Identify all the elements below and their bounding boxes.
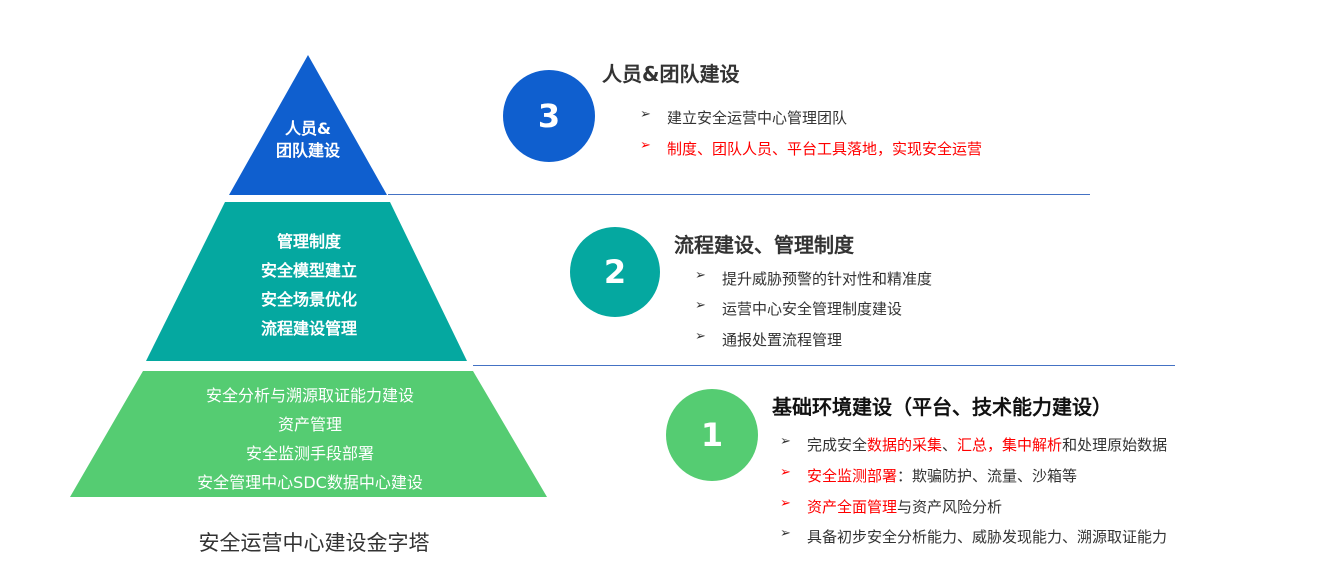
tier-2-line: 管理制度 bbox=[276, 232, 342, 251]
arrow-bullet-icon: ➢ bbox=[780, 526, 791, 541]
section-1-heading: 基础环境建设（平台、技术能力建设） bbox=[772, 395, 1112, 419]
tier-2-line: 安全场景优化 bbox=[260, 290, 358, 309]
bullet-text: 建立安全运营中心管理团队 bbox=[667, 109, 848, 127]
tier-3-line: 人员& bbox=[285, 119, 331, 138]
pyramid-tier-1 bbox=[70, 371, 547, 497]
bullet-text-highlight: 安全监测部署 bbox=[807, 467, 898, 485]
section-3-heading: 人员&团队建设 bbox=[602, 62, 740, 86]
arrow-bullet-icon: ➢ bbox=[780, 434, 791, 449]
bullet-text: 具备初步安全分析能力、威胁发现能力、溯源取证能力 bbox=[807, 528, 1168, 546]
tier-2-line: 流程建设管理 bbox=[260, 319, 358, 338]
divider-line bbox=[473, 365, 1175, 366]
section-3-bullet: ➢ 制度、团队人员、平台工具落地，实现安全运营 bbox=[640, 138, 983, 159]
bullet-text: 、 bbox=[942, 436, 958, 454]
section-2-heading: 流程建设、管理制度 bbox=[674, 233, 854, 257]
bullet-text-highlight: 资产全面管理 bbox=[807, 498, 898, 516]
section-2-bullet: ➢ 运营中心安全管理制度建设 bbox=[695, 298, 903, 319]
bullet-text: 制度、团队人员、平台工具落地，实现安全运营 bbox=[667, 140, 983, 158]
bullet-text: 与资产风险分析 bbox=[897, 498, 1003, 516]
step-3-circle: 3 bbox=[503, 70, 595, 162]
bullet-text: 和处理原始数据 bbox=[1062, 436, 1168, 454]
section-1-bullet: ➢ 安全监测部署：欺骗防护、流量、沙箱等 bbox=[780, 465, 1078, 486]
tier-2-label: 管理制度 安全模型建立 安全场景优化 流程建设管理 bbox=[261, 227, 357, 343]
bullet-text: 完成安全 bbox=[807, 436, 868, 454]
bullet-text-highlight: 汇总，集中解析 bbox=[957, 436, 1063, 454]
arrow-bullet-icon: ➢ bbox=[780, 496, 791, 511]
bullet-text: 通报处置流程管理 bbox=[722, 331, 843, 349]
section-2-bullet: ➢ 提升威胁预警的针对性和精准度 bbox=[695, 268, 933, 289]
section-2-bullet: ➢ 通报处置流程管理 bbox=[695, 329, 843, 350]
arrow-bullet-icon: ➢ bbox=[695, 268, 706, 283]
tier-3-label: 人员& 团队建设 bbox=[276, 118, 340, 162]
arrow-bullet-icon: ➢ bbox=[640, 138, 651, 153]
section-1-bullet: ➢ 资产全面管理与资产风险分析 bbox=[780, 496, 1003, 517]
tier-1-line: 安全分析与溯源取证能力建设 bbox=[205, 386, 414, 405]
bullet-text: 运营中心安全管理制度建设 bbox=[722, 300, 903, 318]
step-1-circle: 1 bbox=[666, 389, 758, 481]
section-1-bullet: ➢ 具备初步安全分析能力、威胁发现能力、溯源取证能力 bbox=[780, 526, 1168, 547]
step-2-circle: 2 bbox=[570, 227, 660, 317]
divider-line bbox=[388, 194, 1090, 195]
tier-2-line: 安全模型建立 bbox=[260, 261, 358, 280]
pyramid-caption: 安全运营中心建设金字塔 bbox=[198, 531, 430, 555]
section-3-bullet: ➢ 建立安全运营中心管理团队 bbox=[640, 107, 848, 128]
tier-1-line: 资产管理 bbox=[277, 415, 342, 434]
pyramid-tier-3 bbox=[229, 55, 387, 195]
pyramid-tier-2 bbox=[146, 202, 467, 361]
tier-3-line: 团队建设 bbox=[275, 141, 341, 160]
bullet-text: 提升威胁预警的针对性和精准度 bbox=[722, 270, 933, 288]
bullet-text: ：欺骗防护、流量、沙箱等 bbox=[897, 467, 1078, 485]
section-1-bullet: ➢ 完成安全数据的采集、汇总，集中解析和处理原始数据 bbox=[780, 434, 1168, 455]
arrow-bullet-icon: ➢ bbox=[640, 107, 651, 122]
bullet-text-highlight: 数据的采集 bbox=[867, 436, 943, 454]
tier-1-label: 安全分析与溯源取证能力建设 资产管理 安全监测手段部署 安全管理中心SDC数据中… bbox=[197, 381, 423, 497]
arrow-bullet-icon: ➢ bbox=[695, 298, 706, 313]
arrow-bullet-icon: ➢ bbox=[780, 465, 791, 480]
tier-1-line: 安全管理中心SDC数据中心建设 bbox=[197, 473, 423, 492]
tier-1-line: 安全监测手段部署 bbox=[245, 444, 374, 463]
arrow-bullet-icon: ➢ bbox=[695, 329, 706, 344]
